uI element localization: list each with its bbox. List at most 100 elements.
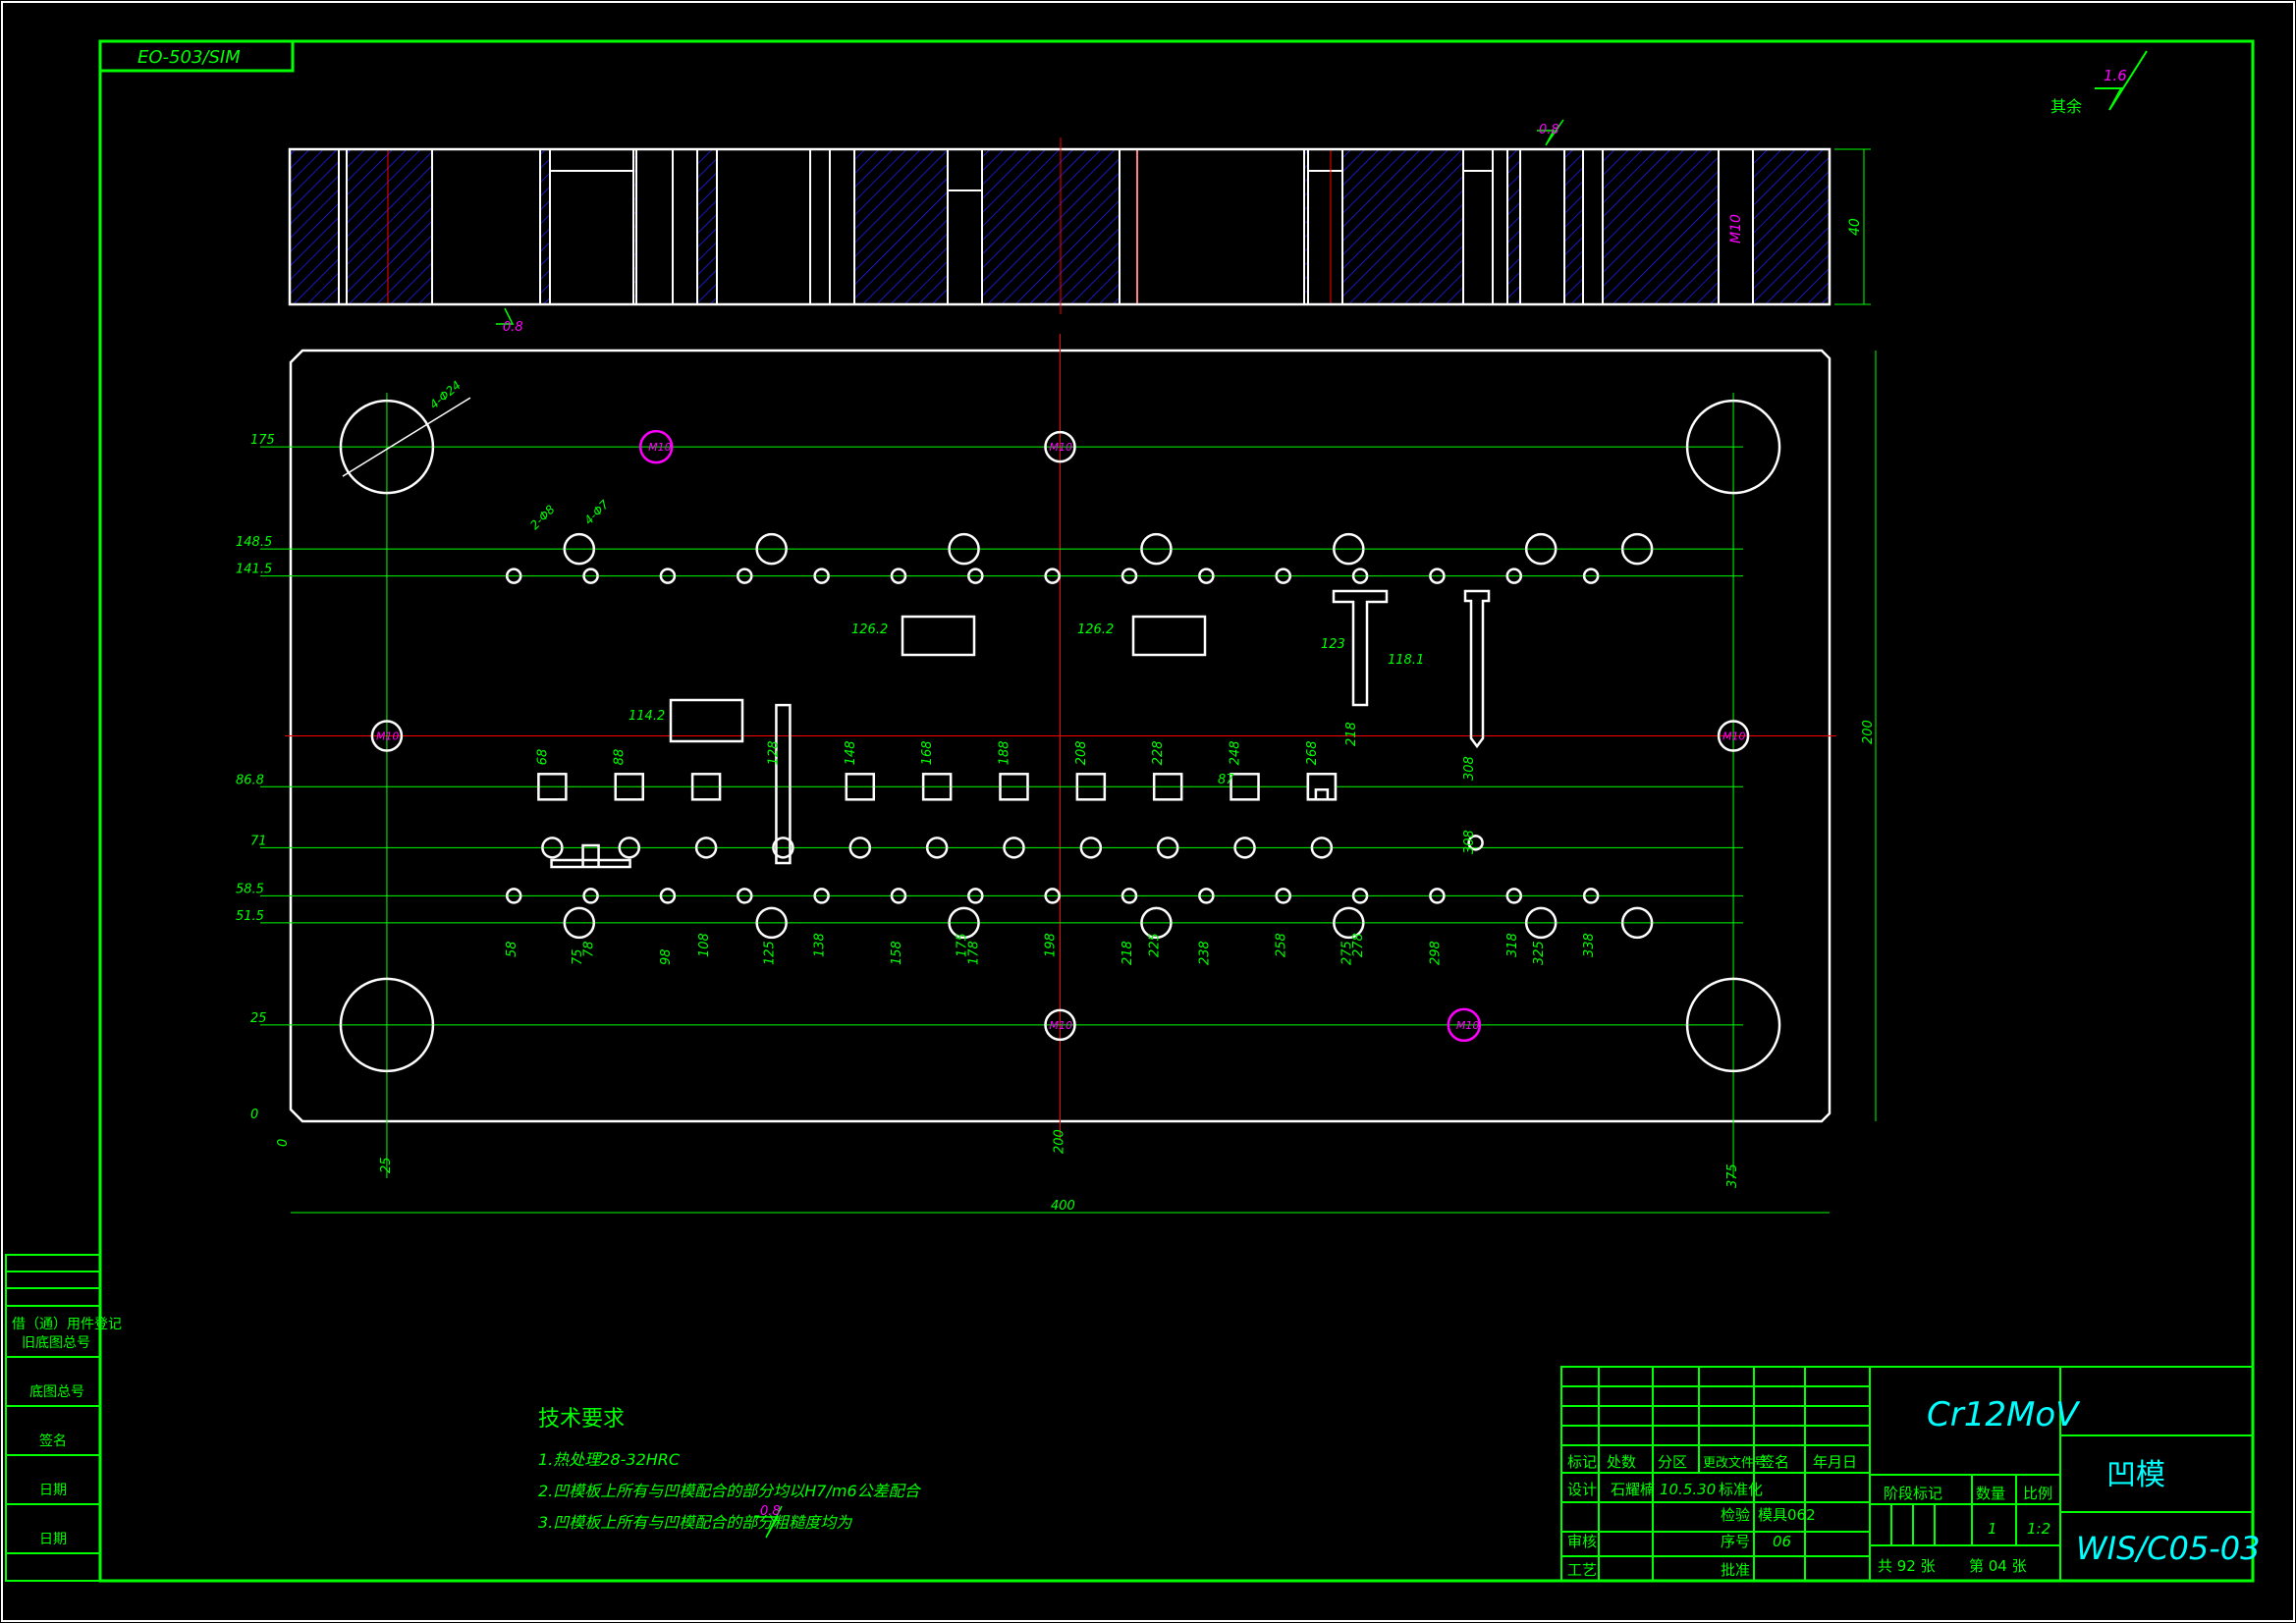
small-top-14 [1582, 568, 1600, 584]
small-bot-5 [890, 888, 907, 904]
small-bot-1 [582, 888, 599, 904]
upper-dim-2: 114.2 [629, 709, 665, 724]
square-cavity-0 [537, 773, 568, 801]
tap-label-0: M10 [376, 730, 400, 743]
drawing-code: EO-503/SIM [137, 47, 241, 68]
section-cut-6 [809, 148, 831, 305]
x-start-dim: 25 [379, 1157, 394, 1173]
col-dim-8: 248 [1229, 740, 1243, 765]
pin2-label: 4-Φ7 [581, 497, 612, 527]
pilot-top-6 [1620, 532, 1654, 566]
single-hole-308 [1467, 835, 1484, 851]
small-top-13 [1505, 568, 1523, 584]
x-dim-13: 238 [1197, 941, 1212, 965]
strip-date: 日期 [39, 1483, 67, 1498]
approve-label: 批准 [1721, 1561, 1750, 1579]
upper-dim-1: 126.2 [1077, 622, 1114, 637]
row71-hole-2 [694, 837, 718, 859]
small-top-3 [737, 568, 753, 584]
review-label: 检验 [1721, 1506, 1750, 1524]
x-dim-2: 78 [582, 941, 597, 957]
y-dim-8: 0 [250, 1108, 258, 1122]
x-dim-7: 158 [890, 941, 904, 965]
square-cavity-3 [921, 773, 953, 801]
col-dim-1: 88 [613, 749, 628, 766]
rect-cavity-2 [1131, 615, 1207, 657]
check-label: 审核 [1567, 1533, 1597, 1550]
hdr-zone: 分区 [1658, 1453, 1687, 1471]
small-bot-0 [505, 888, 522, 904]
stage-label: 阶段标记 [1884, 1485, 1942, 1502]
part-name: 凹模 [2106, 1458, 2165, 1492]
zero-x-dim: 0 [276, 1139, 291, 1147]
col-dim-218: 218 [1344, 722, 1359, 746]
design-label: 设计 [1567, 1481, 1597, 1498]
y-dim-2: 141.5 [236, 563, 272, 577]
thickness-dim: 40 [1847, 218, 1863, 236]
hdr-date: 年月日 [1813, 1453, 1857, 1471]
technical-notes: 技术要求 1.热处理28-32HRC 2.凹模板上所有与凹模配合的部分均以H7/… [538, 1407, 922, 1539]
drawing-no: WIS/C05-03 [2076, 1530, 2261, 1567]
x-dim-18: 318 [1505, 933, 1520, 957]
small-top-2 [659, 568, 677, 584]
x-dim-1: 75 [571, 948, 585, 965]
col-dim-308b: 308 [1462, 830, 1477, 854]
col-dim-5: 188 [997, 740, 1011, 765]
y-dim-1: 148.5 [236, 535, 272, 550]
note-roughness: 0.8 [760, 1504, 781, 1519]
t-punch-cavity [1332, 589, 1389, 707]
y-dim-4: 71 [250, 834, 267, 848]
small-top-9 [1198, 568, 1215, 584]
pilot-bot-3 [1140, 906, 1173, 940]
section-hatch [290, 149, 1830, 304]
x-dim-6: 138 [813, 933, 828, 957]
tap-label-2: M10 [1050, 441, 1073, 454]
upper-dim-0: 126.2 [851, 622, 888, 637]
tap-hatched-label-1: M10 [1456, 1019, 1480, 1032]
col-dim-2: 128 [766, 740, 781, 765]
code-box [98, 39, 295, 73]
strip-date-2: 日期 [39, 1532, 67, 1547]
small-bot-3 [737, 888, 753, 904]
strip-sign: 签名 [39, 1433, 67, 1449]
col-dim-4: 168 [920, 740, 935, 765]
plate-outline [289, 349, 1831, 1123]
section-outline [288, 147, 1831, 306]
x-center-dim: 200 [1053, 1129, 1067, 1154]
square-cavity-88 [614, 773, 644, 801]
pilot-top-3 [1140, 532, 1173, 566]
col-dim-7: 228 [1151, 740, 1166, 765]
y-dim-3: 86.8 [236, 773, 264, 787]
small-bot-14 [1582, 888, 1600, 904]
col-dim-9: 268 [1305, 740, 1320, 765]
scale-label: 比例 [2023, 1485, 2052, 1502]
row71-hole-10 [1310, 837, 1334, 859]
x-dim-9: 178 [966, 941, 981, 965]
sheet-no: 第 04 张 [1969, 1557, 2027, 1575]
x-dim-3: 98 [659, 948, 674, 965]
tap-hole-1 [1717, 720, 1750, 752]
tap-hole-0 [370, 720, 404, 752]
material: Cr12MoV [1927, 1395, 2081, 1434]
general-roughness: 1.6 其余 [2050, 50, 2148, 116]
rect-cavity-3 [669, 698, 744, 743]
small-top-5 [890, 568, 907, 584]
x-dim-16: 278 [1351, 933, 1366, 957]
section-view: 40 M10 0.8 0.8 [288, 119, 1871, 335]
note-1: 1.热处理28-32HRC [538, 1450, 681, 1469]
hdr-sign: 签名 [1760, 1453, 1789, 1471]
u-cavity [1306, 773, 1338, 801]
section-cut-12 [1492, 148, 1508, 305]
small-bot-8 [1121, 888, 1138, 904]
small-bot-9 [1198, 888, 1215, 904]
row71-hole-1 [618, 837, 640, 859]
height-dim: 200 [1861, 720, 1876, 744]
tap-hole-3 [1044, 1008, 1076, 1042]
small-top-6 [967, 568, 984, 584]
scale: 1:2 [2027, 1520, 2050, 1538]
section-cut-9 [1136, 148, 1305, 305]
big-hole-leader [342, 397, 471, 477]
section-cut-11 [1462, 148, 1494, 305]
row71-hole-0 [541, 837, 564, 859]
